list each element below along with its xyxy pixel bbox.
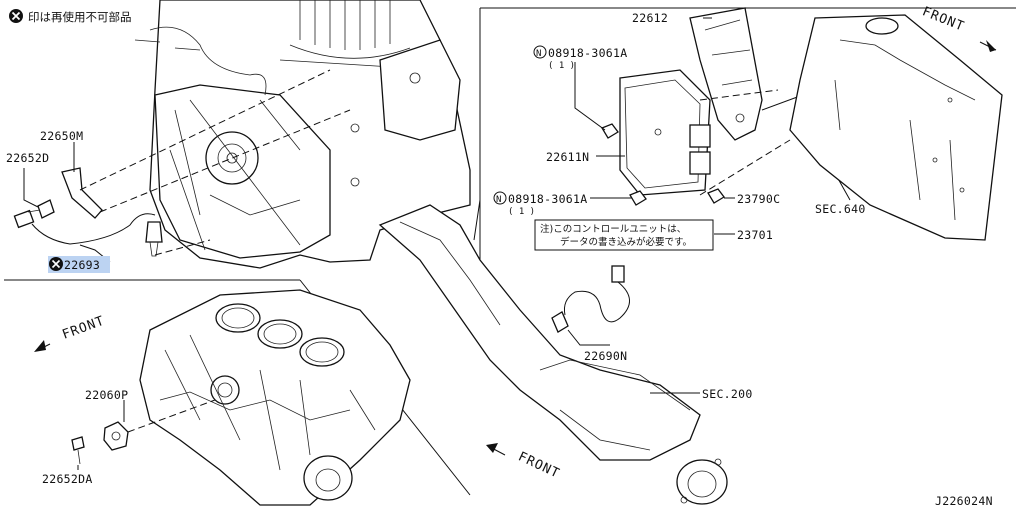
label-sec640: SEC.640 — [815, 202, 866, 216]
label-23701: 23701 — [737, 228, 773, 242]
label-22060P: 22060P — [85, 388, 128, 402]
note-line-2: データの書き込みが必要です。 — [560, 236, 692, 248]
note-line-1: 注)このコントロールユニットは、 — [540, 223, 686, 235]
programming-note: 注)このコントロールユニットは、 データの書き込みが必要です。 — [534, 219, 714, 251]
label-22612: 22612 — [632, 11, 668, 25]
front-arrow-bottom: FRONT — [486, 443, 562, 482]
flywheel — [205, 131, 259, 185]
svg-text:N: N — [496, 195, 501, 205]
label-22650M: 22650M — [40, 129, 83, 143]
o2-sensor-22690N — [551, 265, 630, 346]
label-22611N: 22611N — [546, 150, 589, 164]
engine-assembly — [134, 0, 471, 269]
engine-block — [139, 289, 411, 506]
bolt-22652DA — [71, 436, 85, 451]
bracket-22650M — [27, 167, 103, 219]
reuse-note-text: 印は再使用不可部品 — [28, 10, 132, 24]
label-sec200: SEC.200 — [702, 387, 753, 401]
nut-symbol-icon-1 — [533, 45, 547, 59]
bolt-22652D — [37, 199, 55, 219]
reuse-note: 印は再使用不可部品 — [9, 9, 132, 24]
ecm-module-22611N — [619, 69, 711, 196]
nut-symbol-icon-2 — [493, 191, 507, 205]
svg-text:N: N — [536, 49, 541, 59]
label-23790C: 23790C — [737, 192, 780, 206]
ecm-cover-sec640 — [789, 14, 1003, 241]
label-nut-qty-2: ( 1 ) — [508, 207, 535, 217]
label-nut-part-2: 08918-3061A — [508, 192, 587, 206]
diagram-id: J226024N — [935, 494, 993, 508]
exhaust-flange — [676, 459, 728, 505]
x-mark-icon — [11, 11, 21, 21]
ecm-bracket-22612 — [689, 7, 763, 141]
exhaust-assembly — [378, 204, 728, 505]
highlight-22693 — [48, 256, 110, 273]
front-label-lower-left: FRONT — [60, 314, 107, 343]
front-label-bottom: FRONT — [516, 449, 562, 481]
label-22652DA: 22652DA — [42, 472, 93, 486]
part-labels: 22650M 22652D 22693 22060P 22652DA 22612… — [6, 11, 993, 508]
ecm-nuts — [601, 123, 725, 206]
front-arrow-lower-left: FRONT — [34, 314, 107, 352]
label-22693: 22693 — [64, 258, 100, 272]
label-22652D: 22652D — [6, 151, 49, 165]
label-nut-part-1: 08918-3061A — [548, 46, 627, 60]
knock-sensor-22060P — [71, 399, 216, 470]
front-label-upper-right: FRONT — [920, 4, 967, 34]
label-nut-qty-1: ( 1 ) — [548, 61, 575, 71]
o2-sensor-22693 — [13, 209, 163, 257]
label-22690N: 22690N — [584, 349, 627, 363]
